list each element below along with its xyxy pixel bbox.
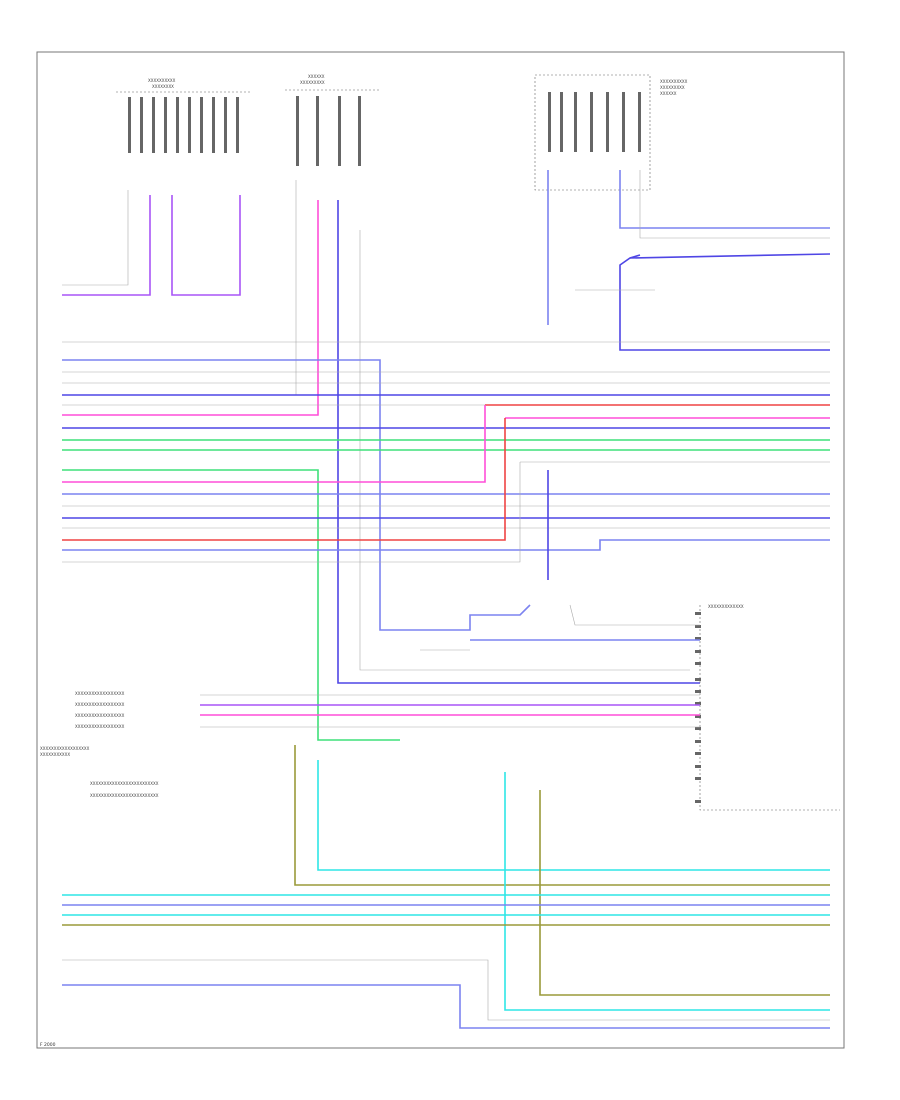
svg-text:XXXXXXXXX: XXXXXXXXX — [300, 80, 325, 85]
connector-block-top-left: XXXXXXXXXX XXXXXXXX — [116, 78, 250, 153]
module-lower-middle: XXXXXXXXXXXXX — [410, 604, 840, 811]
svg-text:XXXXXXXXXX: XXXXXXXXXX — [660, 79, 688, 84]
svg-text:XXXXXX: XXXXXX — [660, 91, 677, 96]
svg-text:XXXXXXXXXXXXXXXXXX: XXXXXXXXXXXXXXXXXX — [75, 702, 125, 707]
svg-text:XXXXXXXXXX: XXXXXXXXXX — [148, 78, 176, 83]
connector-left: XXXXXXXXXXXXXXXXXX XXXXXXXXXXXXXXXXXX XX… — [40, 691, 159, 798]
svg-text:XXXXXX: XXXXXX — [308, 74, 325, 79]
svg-text:XXXXXXXXXXXXX: XXXXXXXXXXXXX — [708, 604, 744, 609]
wires-top-right — [547, 170, 831, 351]
svg-text:XXXXXXXXXXXXXXXXXX: XXXXXXXXXXXXXXXXXX — [75, 713, 125, 718]
wires-top-left — [62, 190, 241, 296]
svg-text:XXXXXXXX: XXXXXXXX — [152, 84, 174, 89]
svg-text:XXXXXXXXXXXXXXXXXX: XXXXXXXXXXXXXXXXXX — [75, 724, 125, 729]
wires-bottom — [62, 694, 830, 1029]
svg-text:XXXXXXXXXXXXXXXXXX: XXXXXXXXXXXXXXXXXX — [75, 691, 125, 696]
svg-text:XXXXXXXXXXXXXXXXXX: XXXXXXXXXXXXXXXXXX — [40, 746, 90, 751]
svg-text:XXXXXXXXXXX: XXXXXXXXXXX — [40, 752, 70, 757]
page-code: F 2000 — [40, 1042, 56, 1048]
connector-block-top-right: XXXXXXXXXX XXXXXXXXX XXXXXX — [534, 74, 688, 191]
diagram-frame — [36, 51, 845, 1049]
svg-text:XXXXXXXXXXXXXXXXXXXXXXXXX: XXXXXXXXXXXXXXXXXXXXXXXXX — [90, 781, 159, 786]
connector-block-top-middle: XXXXXX XXXXXXXXX — [285, 74, 380, 166]
svg-text:XXXXXXXXX: XXXXXXXXX — [660, 85, 685, 90]
svg-text:XXXXXXXXXXXXXXXXXXXXXXXXX: XXXXXXXXXXXXXXXXXXXXXXXXX — [90, 793, 159, 798]
wires-top-middle — [62, 180, 700, 684]
main-bus — [62, 341, 830, 741]
